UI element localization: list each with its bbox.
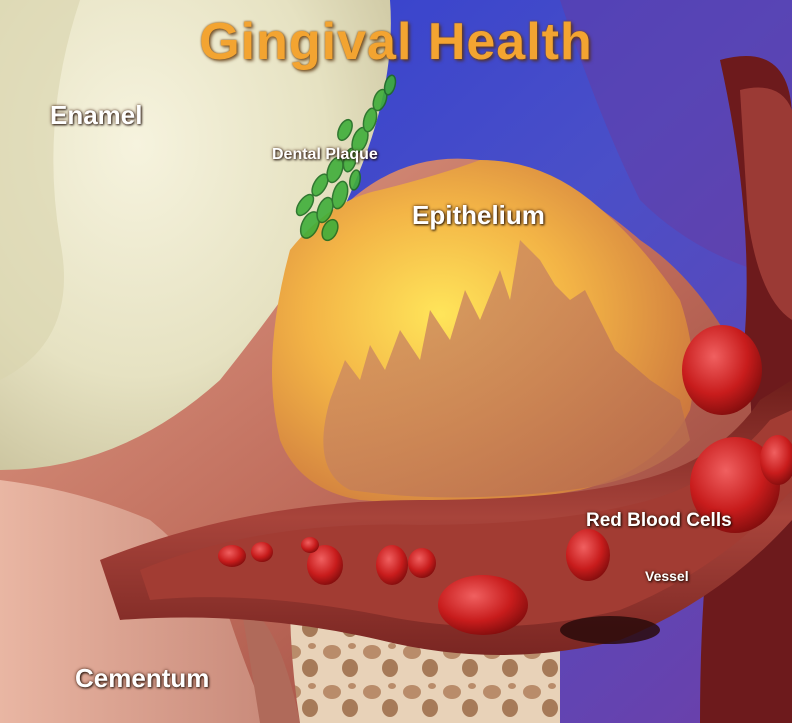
label-red-blood-cells: Red Blood Cells <box>586 510 732 532</box>
page-title: Gingival Health <box>0 12 792 72</box>
rbc-4 <box>301 537 319 553</box>
label-enamel: Enamel <box>50 100 143 131</box>
rbc-5 <box>376 545 408 585</box>
label-dental-plaque: Dental Plaque <box>272 146 378 164</box>
rbc-1 <box>218 545 246 567</box>
label-vessel: Vessel <box>645 568 689 584</box>
rbc-9 <box>682 325 762 415</box>
rbc-8 <box>566 529 610 581</box>
label-cementum: Cementum <box>75 663 209 694</box>
rbc-2 <box>251 542 273 562</box>
vessel-shadow <box>560 616 660 644</box>
rbc-6 <box>408 548 436 578</box>
label-epithelium: Epithelium <box>412 200 545 231</box>
rbc-7 <box>438 575 528 635</box>
